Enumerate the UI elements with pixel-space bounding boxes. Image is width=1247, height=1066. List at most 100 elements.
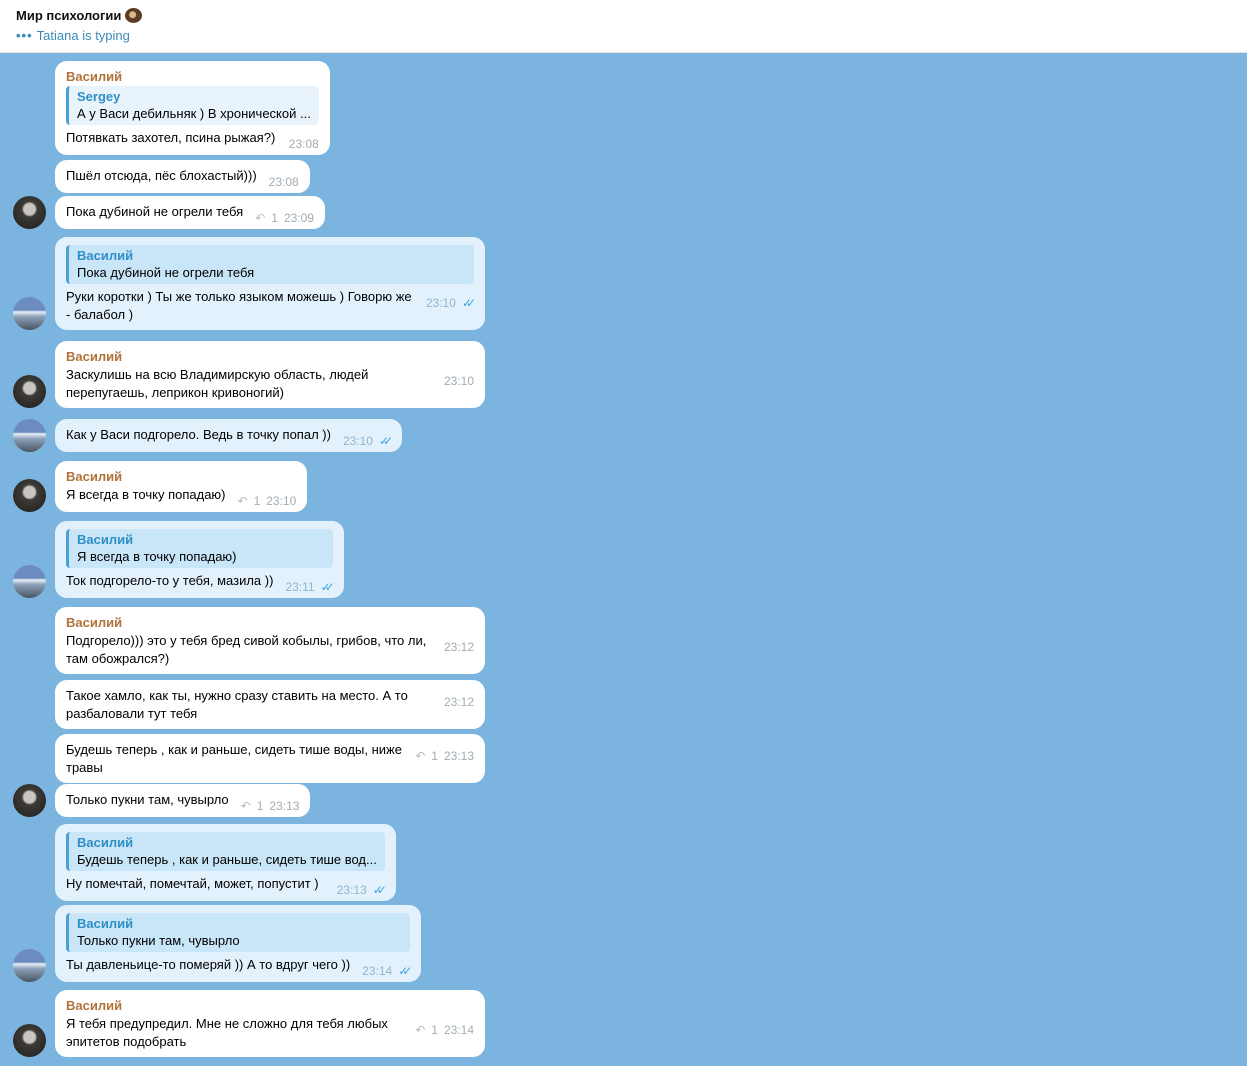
reply-text: Пока дубиной не огрели тебя bbox=[77, 265, 255, 280]
reply-arrow-icon[interactable]: ↶ bbox=[415, 749, 426, 763]
message-meta: 23:11 ✓✓ bbox=[285, 579, 335, 595]
message-text: Такое хамло, как ты, нужно сразу ставить… bbox=[66, 688, 408, 721]
message-meta: 23:14✓✓ bbox=[362, 963, 412, 979]
message-text: Ну помечтай, помечтай, может, попустит ) bbox=[66, 876, 319, 891]
message-meta: 23:08 bbox=[269, 174, 299, 190]
reply-text: Я всегда в точку попадаю) bbox=[77, 549, 237, 564]
message-time: 23:13 bbox=[443, 749, 474, 763]
avatar[interactable] bbox=[13, 1024, 46, 1057]
outgoing-message[interactable]: 23:10 ✓✓ Как у Васи подгорело. Ведь в точк… bbox=[55, 419, 403, 452]
double-check-icon: ✓✓ bbox=[372, 883, 387, 897]
reply-text: А у Васи дебильняк ) В хронической ... bbox=[77, 106, 311, 121]
sender-name[interactable]: Василий bbox=[66, 69, 123, 84]
sender-name[interactable]: Василий bbox=[66, 469, 123, 484]
avatar[interactable] bbox=[13, 375, 46, 408]
incoming-message[interactable]: ↶ 1 23:13 Будешь теперь , как и раньше, сид… bbox=[55, 734, 485, 783]
reply-count[interactable]: 1 bbox=[431, 1023, 438, 1037]
message-text: Пшёл отсюда, пёс блохастый))) bbox=[66, 168, 257, 183]
sender-name[interactable]: Василий bbox=[66, 349, 123, 364]
message-text: Как у Васи подгорело. Ведь в точку попал… bbox=[66, 427, 331, 442]
chat-title: Мир психологии bbox=[16, 8, 1231, 23]
message-meta: 23:10 ✓✓ bbox=[342, 433, 393, 449]
message-time: 23:10 bbox=[342, 434, 373, 448]
message-text: Руки коротки ) Ты же только языком можеш… bbox=[66, 289, 412, 322]
message-time: 23:10 bbox=[443, 374, 474, 388]
reply-count[interactable]: 1 bbox=[431, 749, 438, 763]
message-text: Пока дубиной не огрели тебя bbox=[66, 204, 244, 219]
reply-arrow-icon[interactable]: ↶ bbox=[415, 1023, 426, 1037]
message-meta: 23:12 bbox=[444, 639, 474, 655]
avatar[interactable] bbox=[13, 479, 46, 512]
reply-arrow-icon[interactable]: ↶ bbox=[240, 799, 251, 813]
incoming-message[interactable]: Василий 23:10 Заскулишь на всю Владимирску… bbox=[55, 341, 485, 408]
chat-header[interactable]: Мир психологии •••Tatiana is typing bbox=[0, 0, 1247, 53]
incoming-message[interactable]: 23:12 Такое хамло, как ты, нужно сразу ст… bbox=[55, 680, 485, 729]
message-time: 23:11 bbox=[285, 580, 315, 594]
reply-author: Sergey bbox=[77, 89, 121, 104]
message-text: Ты давленьице-то померяй )) А то вдруг ч… bbox=[66, 957, 351, 972]
reply-quote[interactable]: Василий Я всегда в точку попадаю) bbox=[66, 529, 333, 568]
message-time: 23:10 bbox=[425, 296, 456, 310]
avatar[interactable] bbox=[13, 565, 46, 598]
message-text: Будешь теперь , как и раньше, сидеть тиш… bbox=[66, 742, 402, 775]
reply-arrow-icon[interactable]: ↶ bbox=[237, 494, 248, 508]
reply-count[interactable]: 1 bbox=[253, 494, 261, 508]
reply-text: Только пукни там, чувырло bbox=[77, 933, 240, 948]
reply-author: Василий bbox=[77, 532, 134, 547]
double-check-icon: ✓✓ bbox=[378, 434, 393, 448]
incoming-message[interactable]: 23:08 Пшёл отсюда, пёс блохастый))) bbox=[55, 160, 310, 193]
reply-count[interactable]: 1 bbox=[271, 211, 278, 225]
double-check-icon: ✓✓ bbox=[461, 296, 476, 310]
outgoing-message[interactable]: Василий Я всегда в точку попадаю) 23:11 ✓✓ Т… bbox=[55, 521, 344, 598]
message-meta: 23:10 bbox=[444, 373, 474, 389]
message-meta: 23:10 ✓✓ bbox=[425, 295, 476, 311]
message-text: Заскулишь на всю Владимирскую область, л… bbox=[66, 367, 369, 400]
avatar[interactable] bbox=[13, 784, 46, 817]
message-meta: ↶ 1 23:09 bbox=[255, 210, 314, 226]
message-time: 23:08 bbox=[268, 175, 299, 189]
reply-author: Василий bbox=[77, 835, 134, 850]
message-time: 23:10 bbox=[266, 494, 297, 508]
message-time: 23:12 bbox=[443, 640, 474, 654]
chat-title-text: Мир психологии bbox=[16, 8, 122, 23]
message-text: Только пукни там, чувырло bbox=[66, 792, 229, 807]
reply-author: Василий bbox=[77, 916, 134, 931]
message-meta: 23:13✓✓ bbox=[337, 882, 387, 898]
message-meta: ↶ 1 23:14 bbox=[415, 1022, 474, 1038]
message-time: 23:12 bbox=[443, 695, 474, 709]
message-meta: 23:12 bbox=[444, 694, 474, 710]
reply-arrow-icon[interactable]: ↶ bbox=[255, 211, 266, 225]
incoming-message[interactable]: ↶ 1 23:09 Пока дубиной не огрели тебя bbox=[55, 196, 325, 229]
typing-text: Tatiana is typing bbox=[36, 28, 130, 43]
message-meta: 23:08 bbox=[289, 136, 319, 152]
message-time: 23:14 bbox=[362, 964, 393, 978]
avatar[interactable] bbox=[13, 949, 46, 982]
avatar[interactable] bbox=[13, 297, 46, 330]
message-time: 23:14 bbox=[443, 1023, 474, 1037]
avatar[interactable] bbox=[13, 419, 46, 452]
message-meta: ↶ 1 23:10 bbox=[238, 493, 297, 509]
reply-quote[interactable]: Sergey А у Васи дебильняк ) В хронической… bbox=[66, 86, 319, 125]
sender-name[interactable]: Василий bbox=[66, 998, 123, 1013]
message-text: Ток подгорело-то у тебя, мазила )) bbox=[66, 573, 274, 588]
sloth-emoji-icon bbox=[125, 8, 143, 23]
double-check-icon: ✓✓ bbox=[320, 580, 335, 594]
message-time: 23:08 bbox=[288, 137, 319, 151]
avatar[interactable] bbox=[13, 196, 46, 229]
message-meta: ↶ 1 23:13 bbox=[415, 748, 474, 764]
message-time: 23:09 bbox=[283, 211, 314, 225]
reply-count[interactable]: 1 bbox=[256, 799, 264, 813]
sender-name[interactable]: Василий bbox=[66, 615, 123, 630]
